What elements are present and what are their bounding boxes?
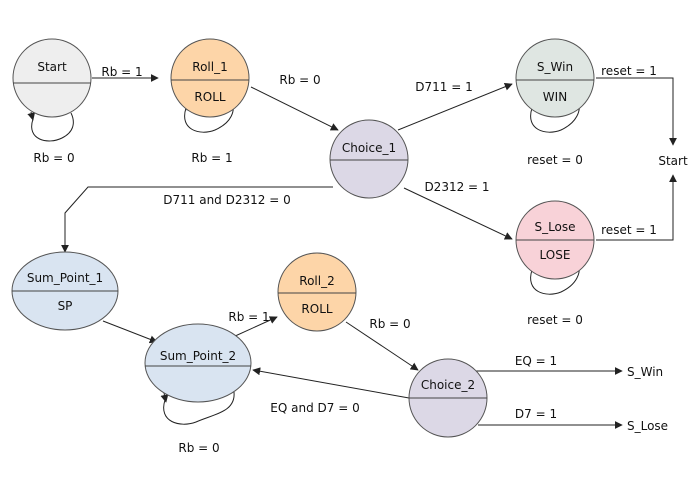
terminal-s-lose: S_Lose [627,419,668,433]
edge-point2-to-roll2 [232,316,278,338]
state-choice-1[interactable]: Choice_1 [329,119,409,199]
label-choice1-to-lose: D2312 = 1 [424,180,489,194]
state-roll-1[interactable]: Roll_1 ROLL [170,38,250,118]
state-s-win-name: S_Win [537,60,573,74]
state-s-win-output: WIN [543,90,567,104]
edge-win-reset [596,77,677,146]
label-point2-self: Rb = 0 [178,441,219,455]
self-loop-start [31,112,74,142]
self-loop-point2-head [160,392,169,403]
state-start-name: Start [37,60,67,74]
state-roll-2-name: Roll_2 [299,274,334,288]
state-roll-2[interactable]: Roll_2 ROLL [277,252,357,332]
state-roll-1-name: Roll_1 [192,60,227,74]
edge-choice1-to-lose [403,187,513,240]
label-lose-reset: reset = 1 [601,223,657,237]
edge-roll1-to-choice1 [250,86,339,131]
state-sum-point-1-output: SP [58,299,73,313]
edge-point1-to-point2 [102,320,158,344]
label-roll1-self: Rb = 1 [191,151,232,165]
state-choice-1-name: Choice_1 [342,141,396,155]
edge-choice1-to-win [397,82,513,131]
terminal-s-win: S_Win [627,365,663,379]
label-win-reset: reset = 1 [601,64,657,78]
label-choice2-to-lose: D7 = 1 [515,407,557,421]
label-start-self: Rb = 0 [33,151,74,165]
label-roll2-to-choice2: Rb = 0 [369,317,410,331]
label-roll1-to-choice1: Rb = 0 [279,73,320,87]
self-loop-point2 [163,391,235,425]
edge-choice1-to-point1 [61,186,333,253]
state-sum-point-1[interactable]: Sum_Point_1 SP [11,251,119,331]
self-loop-lose [530,266,580,295]
self-loop-roll1 [184,104,234,133]
state-sum-point-2[interactable]: Sum_Point_2 [144,323,252,403]
label-choice1-to-point1: D711 and D2312 = 0 [163,193,290,207]
label-choice1-to-win: D711 = 1 [415,80,472,94]
state-s-lose[interactable]: S_Lose LOSE [515,200,595,280]
edge-lose-reset [596,174,677,241]
label-win-self: reset = 0 [527,153,583,167]
self-loop-win [530,104,580,133]
label-start-to-roll1: Rb = 1 [101,65,142,79]
state-sum-point-2-name: Sum_Point_2 [160,349,236,363]
state-start[interactable]: Start [12,38,92,118]
label-choice2-to-point2: EQ and D7 = 0 [270,401,359,415]
edge-roll2-to-choice2 [345,321,419,371]
label-choice2-to-win: EQ = 1 [515,354,557,368]
label-lose-self: reset = 0 [527,313,583,327]
state-s-lose-output: LOSE [540,248,571,262]
state-sum-point-1-name: Sum_Point_1 [27,271,103,285]
state-s-lose-name: S_Lose [534,220,575,234]
transition-labels: Rb = 1 Rb = 0 Rb = 1 Rb = 0 D711 = 1 D23… [33,64,657,455]
state-s-win[interactable]: S_Win WIN [515,38,595,118]
state-roll-1-output: ROLL [194,90,225,104]
state-roll-2-output: ROLL [301,302,332,316]
state-choice-2-name: Choice_2 [421,378,475,392]
label-point2-to-roll2: Rb = 1 [228,310,269,324]
terminal-labels: Start S_Win S_Lose [627,154,688,433]
terminal-start: Start [658,154,688,168]
self-loop-start-head [27,111,36,121]
state-choice-2[interactable]: Choice_2 [408,358,488,438]
edges [27,74,677,429]
edge-choice2-to-point2 [252,367,410,399]
